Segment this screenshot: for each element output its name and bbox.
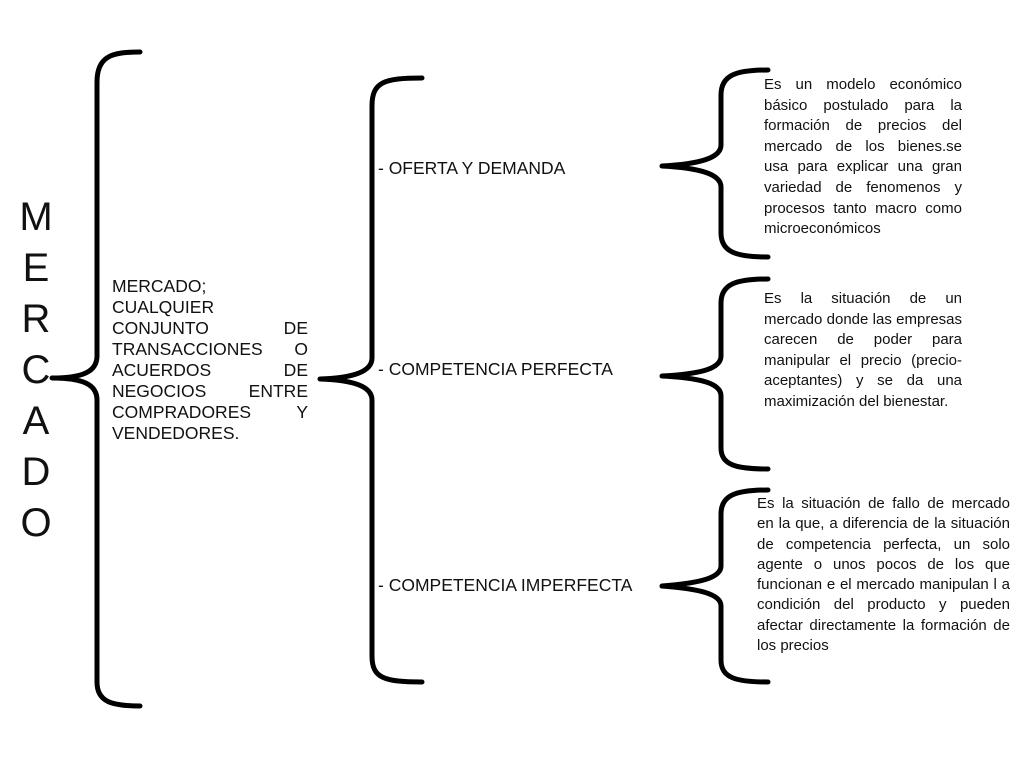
oferta-demanda-bracket (659, 67, 771, 260)
mercado-definition: MERCADO; CUALQUIER CONJUNTO DE TRANSACCI… (112, 276, 308, 443)
title-letter: R (21, 297, 51, 341)
description-competencia-imperfecta: Es la situación de fallo de mercado en l… (757, 495, 1010, 655)
title-letter: D (21, 450, 51, 494)
title-letter: O (20, 501, 52, 545)
branches-bracket (317, 75, 425, 685)
main-bracket (49, 49, 143, 709)
vertical-title-mercado: M E R C A D O (12, 192, 60, 549)
title-letter: A (22, 399, 50, 443)
branch-oferta-demanda: - OFERTA Y DEMANDA (378, 158, 566, 178)
title-letter: E (22, 246, 50, 290)
title-letter: C (21, 348, 51, 392)
title-letter: M (19, 195, 53, 239)
competencia-imperfecta-bracket (659, 487, 771, 685)
competencia-perfecta-bracket (659, 276, 771, 472)
branch-competencia-perfecta: - COMPETENCIA PERFECTA (378, 359, 613, 379)
branch-competencia-imperfecta: - COMPETENCIA IMPERFECTA (378, 575, 633, 595)
description-competencia-perfecta: Es la situación de un mercado donde las … (764, 290, 962, 410)
description-oferta-demanda: Es un modelo económico básico postulado … (764, 76, 962, 238)
